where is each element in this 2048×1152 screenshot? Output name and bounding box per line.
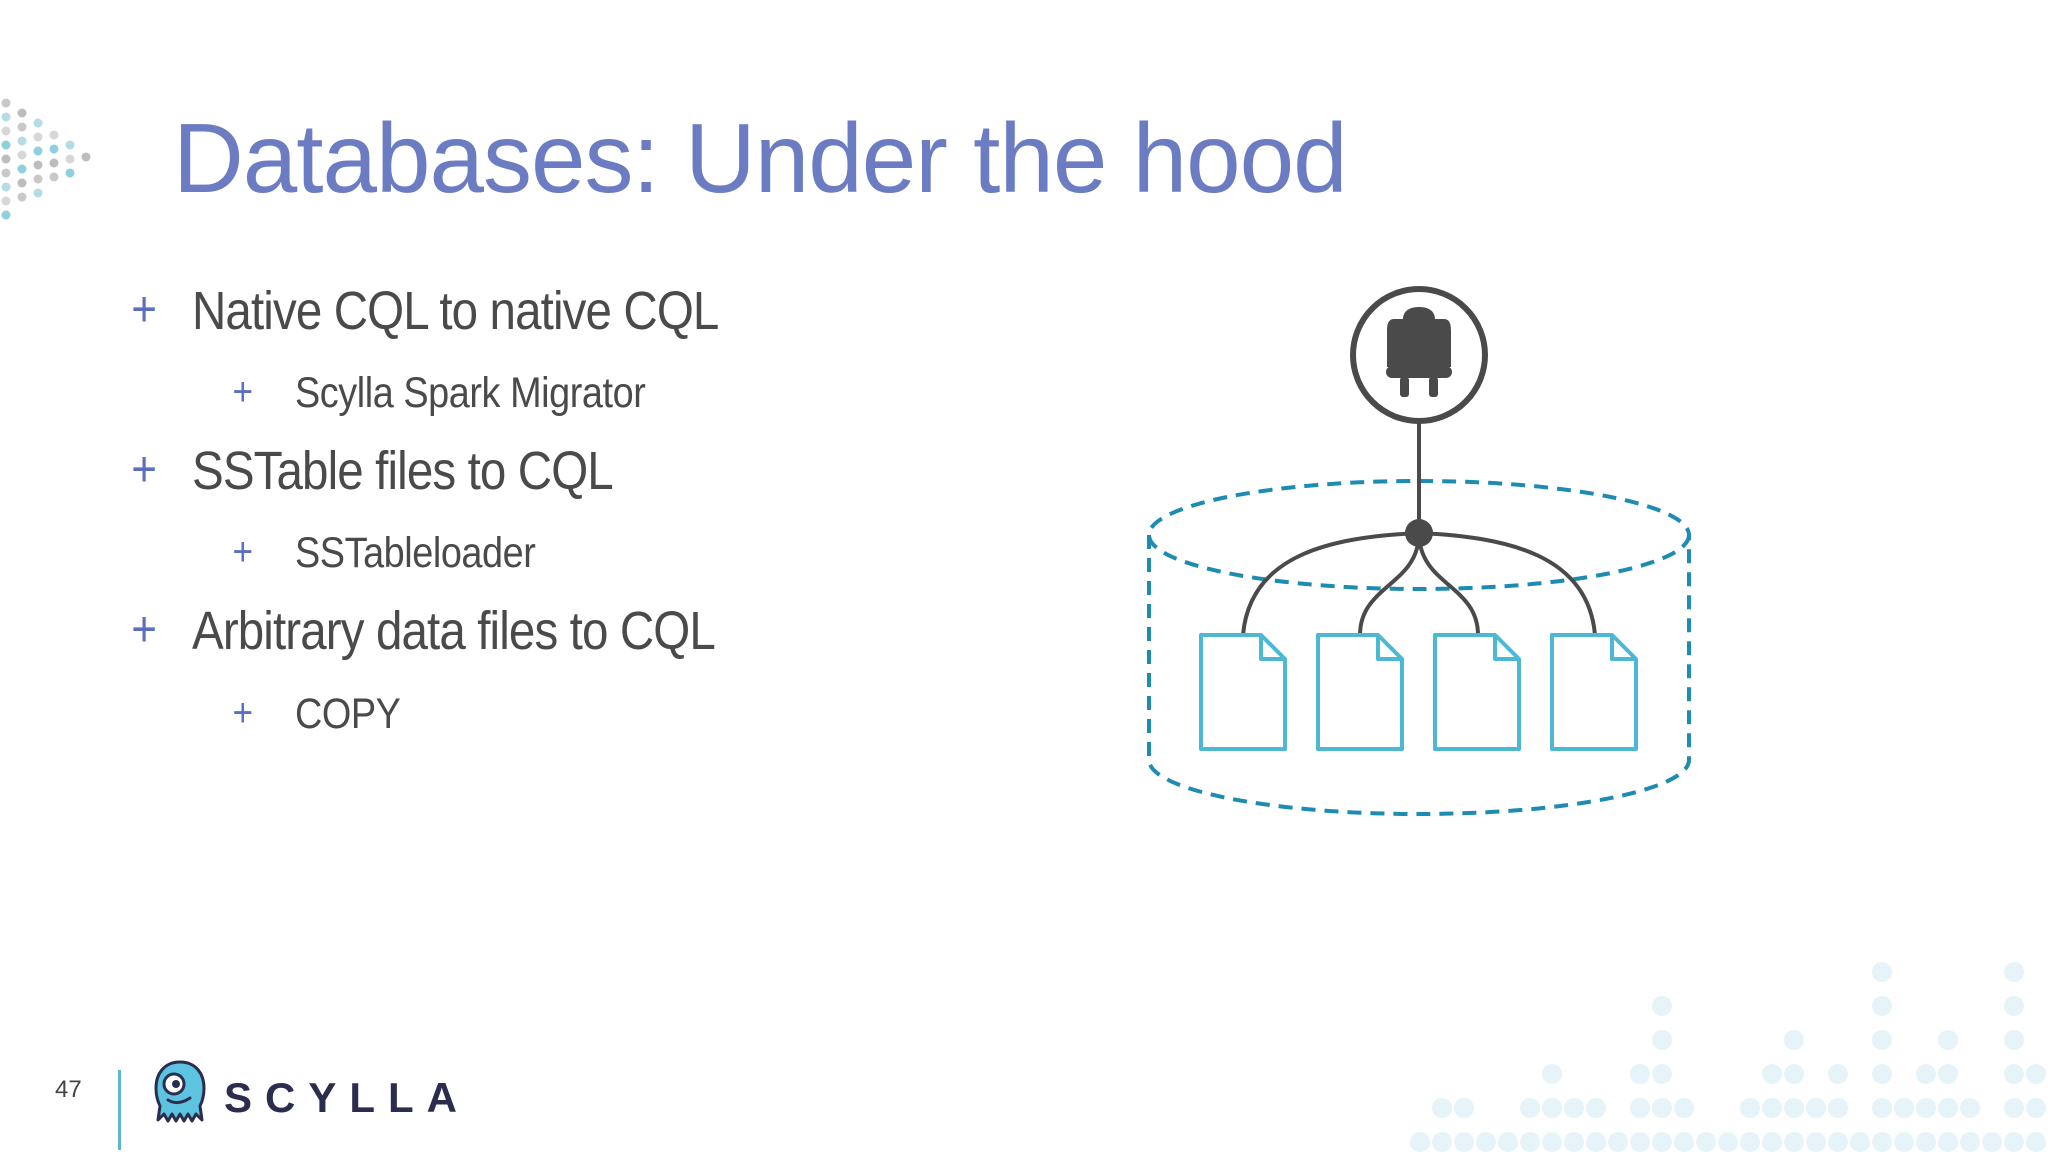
scylla-logo-text: SCYLLA bbox=[224, 1074, 470, 1121]
bullet-text: SSTable files to CQL bbox=[192, 441, 614, 501]
file-icon bbox=[1199, 633, 1287, 751]
bullet-marker: + bbox=[232, 370, 254, 414]
bullet-text: Scylla Spark Migrator bbox=[295, 369, 646, 417]
branch-lines bbox=[1241, 531, 1597, 636]
sub-bullet-item: + SSTableloader bbox=[233, 529, 536, 578]
sub-bullet-item: + COPY bbox=[233, 690, 401, 739]
database-diagram bbox=[1147, 286, 1691, 816]
sub-bullet-item: + Scylla Spark Migrator bbox=[233, 369, 646, 418]
file-icon bbox=[1433, 633, 1521, 751]
footer-divider bbox=[118, 1070, 121, 1150]
decorative-dots-bottom-right bbox=[1410, 962, 2046, 1152]
bullet-item: + SSTable files to CQL bbox=[131, 440, 614, 502]
bullet-text: Arbitrary data files to CQL bbox=[192, 601, 716, 661]
bullet-marker: + bbox=[131, 281, 157, 337]
junction-node bbox=[1405, 519, 1433, 547]
bullet-item: + Arbitrary data files to CQL bbox=[131, 600, 716, 662]
bullet-text: SSTableloader bbox=[295, 529, 536, 577]
bullet-item: + Native CQL to native CQL bbox=[131, 280, 719, 342]
plug-icon bbox=[1350, 286, 1488, 424]
bullet-marker: + bbox=[131, 441, 157, 497]
page-number: 47 bbox=[55, 1076, 82, 1103]
slide-title: Databases: Under the hood bbox=[173, 103, 1348, 213]
bullet-text: COPY bbox=[295, 690, 401, 738]
database-cylinder bbox=[1147, 479, 1691, 816]
file-icon bbox=[1550, 633, 1638, 751]
file-icons bbox=[1199, 633, 1638, 751]
decorative-dots-top-left bbox=[1, 98, 91, 220]
scylla-mascot-icon bbox=[154, 1060, 206, 1123]
file-icon bbox=[1316, 633, 1404, 751]
bullet-marker: + bbox=[232, 691, 254, 735]
bullet-marker: + bbox=[131, 601, 157, 657]
bullet-text: Native CQL to native CQL bbox=[192, 281, 719, 341]
bullet-marker: + bbox=[232, 530, 254, 574]
